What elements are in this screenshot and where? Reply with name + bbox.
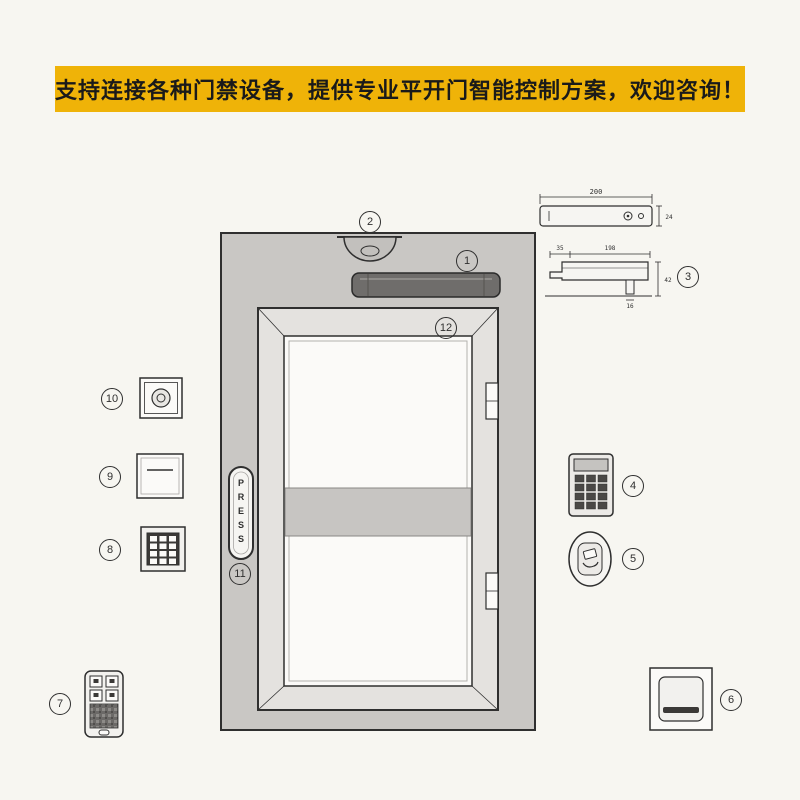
callout-8: 8 bbox=[99, 539, 121, 561]
callout-1: 1 bbox=[456, 250, 478, 272]
callout-8-num: 8 bbox=[106, 543, 114, 556]
callout-10: 10 bbox=[101, 388, 123, 410]
keypad-left-device bbox=[140, 526, 186, 572]
callout-10-num: 10 bbox=[105, 392, 119, 405]
hand-reader-device bbox=[568, 531, 612, 587]
callout-7: 7 bbox=[49, 693, 71, 715]
dome-sensor bbox=[337, 236, 402, 262]
dim-height: 42 bbox=[664, 277, 672, 284]
callout-4-num: 4 bbox=[629, 479, 637, 492]
door-operator bbox=[351, 272, 501, 298]
dim-foot: 16 bbox=[626, 303, 634, 310]
callout-11: 11 bbox=[229, 563, 251, 585]
callout-3-num: 3 bbox=[684, 270, 692, 283]
door-leaf bbox=[284, 340, 472, 682]
promo-banner: 支持连接各种门禁设备，提供专业平开门智能控制方案，欢迎咨询！ bbox=[55, 66, 745, 112]
wall-panel-device bbox=[649, 667, 713, 731]
dim-main-seg: 198 bbox=[605, 245, 616, 252]
dim-left-seg: 35 bbox=[556, 245, 564, 252]
callout-3: 3 bbox=[677, 266, 699, 288]
callout-5-num: 5 bbox=[629, 552, 637, 565]
callout-9-num: 9 bbox=[106, 470, 114, 483]
dim-top-side: 24 bbox=[665, 214, 673, 221]
round-button-device bbox=[139, 377, 183, 419]
callout-5: 5 bbox=[622, 548, 644, 570]
exit-switch-device bbox=[136, 453, 184, 499]
callout-1-num: 1 bbox=[463, 254, 471, 267]
hinge-bottom bbox=[485, 572, 499, 610]
callout-6: 6 bbox=[720, 689, 742, 711]
callout-2: 2 bbox=[359, 211, 381, 233]
callout-4: 4 bbox=[622, 475, 644, 497]
callout-12-num: 12 bbox=[439, 321, 453, 334]
press-button-label: PRESS bbox=[236, 478, 246, 548]
tech-drawing: 200 24 35 198 42 16 bbox=[539, 188, 673, 310]
callout-9: 9 bbox=[99, 466, 121, 488]
promo-banner-text: 支持连接各种门禁设备，提供专业平开门智能控制方案，欢迎咨询！ bbox=[55, 78, 746, 103]
callout-12: 12 bbox=[435, 317, 457, 339]
remote-control-device bbox=[84, 670, 124, 738]
keypad-right-device bbox=[568, 453, 614, 517]
hinge-top bbox=[485, 382, 499, 420]
callout-2-num: 2 bbox=[366, 215, 374, 228]
callout-7-num: 7 bbox=[56, 697, 64, 710]
dim-top-width: 200 bbox=[590, 188, 603, 196]
callout-6-num: 6 bbox=[727, 693, 735, 706]
press-button bbox=[228, 466, 254, 560]
callout-11-num: 11 bbox=[234, 567, 246, 580]
